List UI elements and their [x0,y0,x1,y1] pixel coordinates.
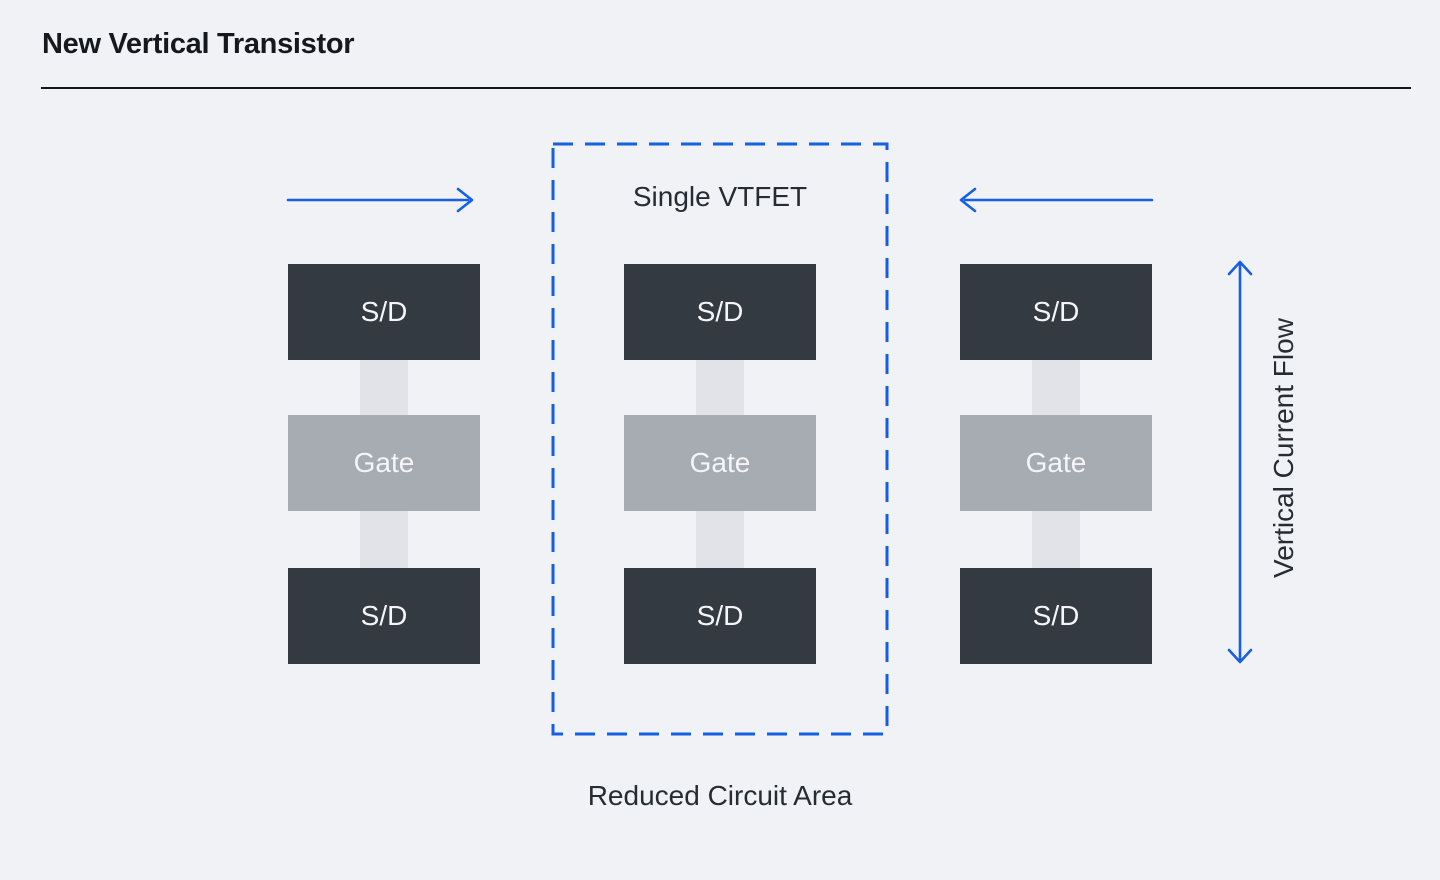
source-drain-block: S/D [960,264,1152,360]
arrow-vertical-double-icon [1227,260,1253,664]
reduced-circuit-area-label: Reduced Circuit Area [587,780,853,811]
single-vtfet-dashed-box [551,142,889,736]
source-drain-block: S/D [624,264,816,360]
arrow-right-icon [286,187,474,213]
gate-block: Gate [624,415,816,511]
title-divider [41,87,1411,89]
vertical-current-flow-label: Vertical Current Flow [1268,318,1299,578]
page-title: New Vertical Transistor [42,28,355,60]
gate-block: Gate [960,415,1152,511]
source-drain-block: S/D [624,568,816,664]
source-drain-block: S/D [288,264,480,360]
source-drain-block: S/D [960,568,1152,664]
transistor-column-left: S/D Gate S/D [288,264,480,664]
transistor-column-middle: S/D Gate S/D [624,264,816,664]
source-drain-block: S/D [288,568,480,664]
single-vtfet-label: Single VTFET [632,181,808,212]
arrow-left-icon [959,187,1154,213]
transistor-column-right: S/D Gate S/D [960,264,1152,664]
gate-block: Gate [288,415,480,511]
